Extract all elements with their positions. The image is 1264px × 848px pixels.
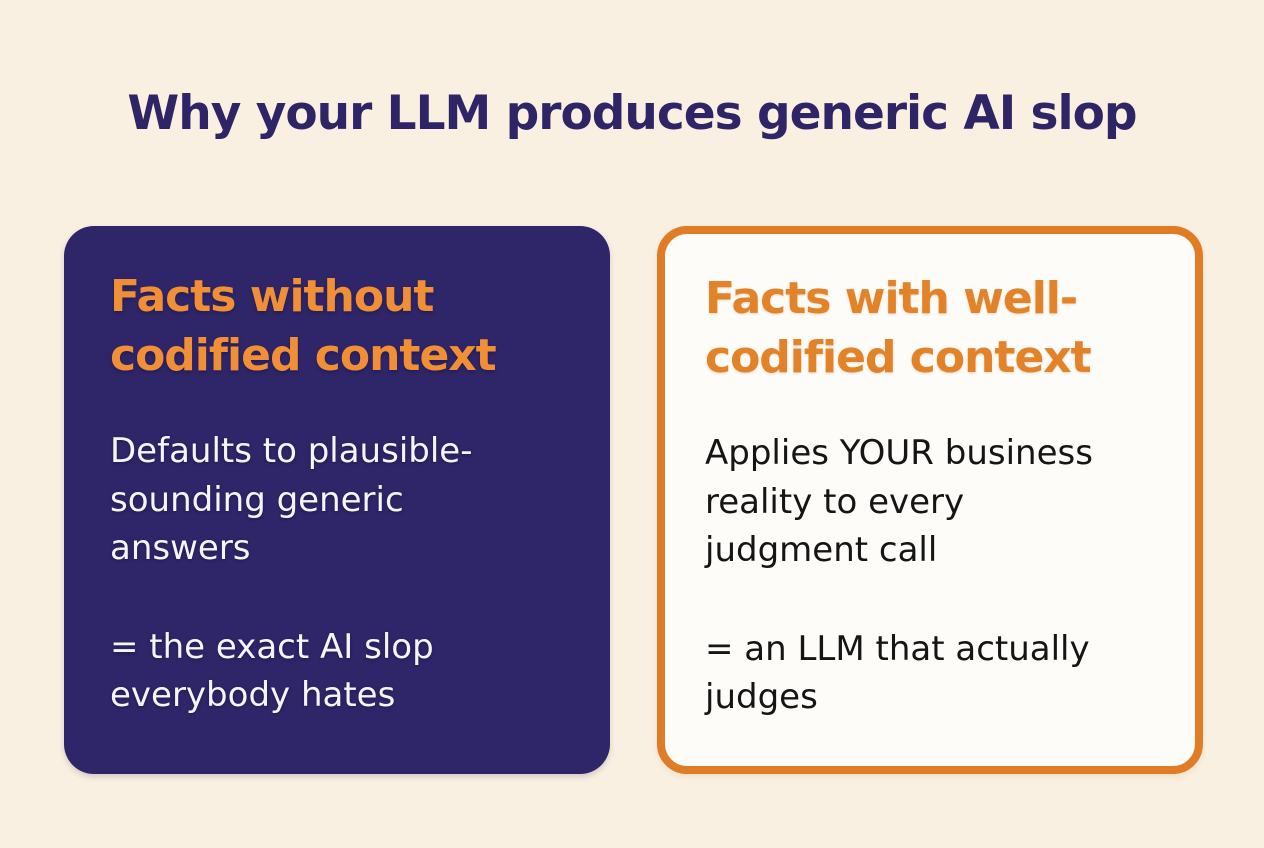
right-card-body: Applies YOUR business reality to every j… <box>705 433 1093 571</box>
left-card-facts-without-context: Facts without codified context Defaults … <box>64 226 610 774</box>
right-card-conclusion: = an LLM that actually judges <box>705 628 1090 718</box>
left-card-heading: Facts without codified context <box>110 271 497 381</box>
page-title: Why your LLM produces generic AI slop <box>127 86 1137 141</box>
right-card-facts-with-context: Facts with well- codified context Applie… <box>657 226 1203 774</box>
left-card-conclusion: = the exact AI slop everybody hates <box>110 626 434 716</box>
left-card-body: Defaults to plausible- sounding generic … <box>110 431 473 569</box>
right-card-heading: Facts with well- codified context <box>705 273 1092 383</box>
